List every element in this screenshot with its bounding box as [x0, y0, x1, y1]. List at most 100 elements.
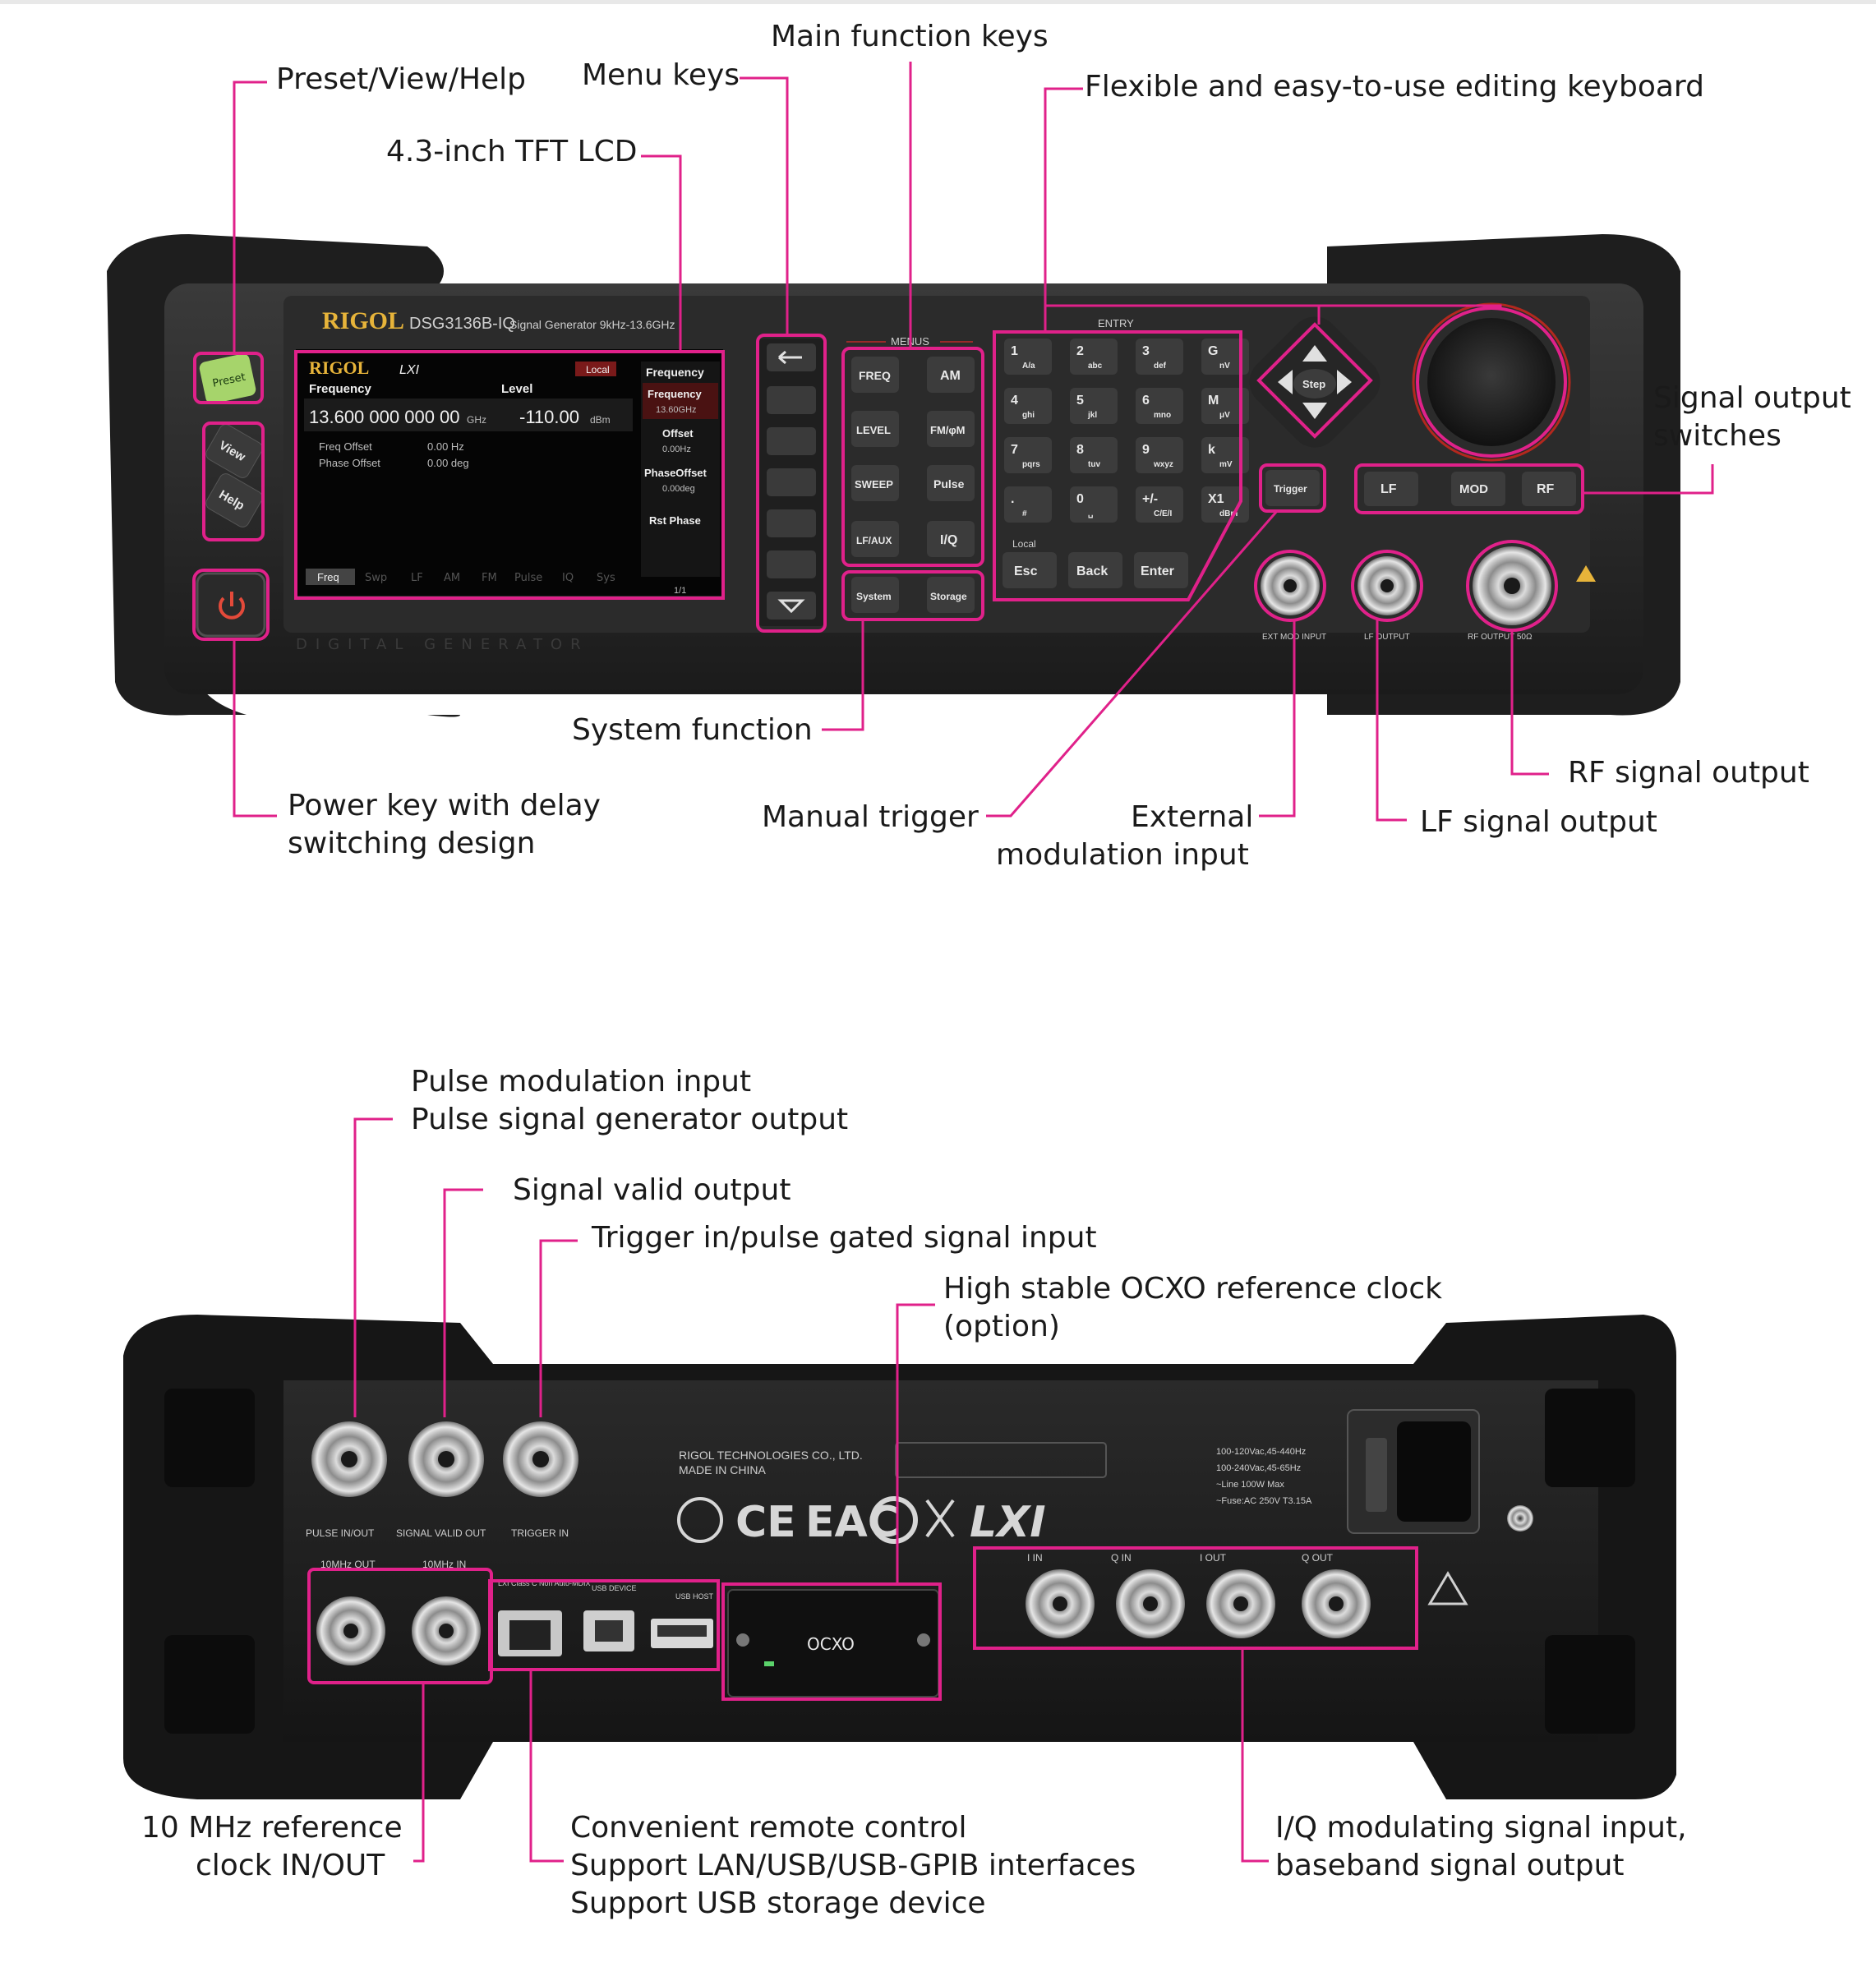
softkey-page-down[interactable] [767, 592, 816, 620]
lan-label: LXI Class C Non Auto-MDIX [498, 1579, 591, 1587]
keypad-key-sub: pqrs [1022, 460, 1040, 469]
label-external-modulation: modulation input [996, 838, 1249, 872]
freq-key[interactable] [851, 357, 899, 393]
screen-softkey-label: Frequency [648, 388, 703, 400]
connector-pin [532, 1451, 549, 1467]
screen-row-value: 0.00 deg [427, 457, 469, 469]
softkey[interactable] [767, 509, 816, 537]
iq-highlight [973, 1546, 1418, 1650]
screen-level-unit: dBm [590, 414, 611, 426]
leader-signal-valid [443, 1188, 483, 1417]
keypad-key[interactable] [1070, 339, 1118, 375]
connector-pin [438, 1451, 454, 1467]
screen-tab: FM [482, 572, 497, 584]
keypad-key[interactable] [1201, 486, 1249, 523]
label-remote-control: Support LAN/USB/USB-GPIB interfaces [570, 1849, 1136, 1882]
rf-output-key[interactable] [1522, 472, 1576, 506]
lf-output-highlight [1351, 550, 1423, 622]
keypad-key-sub: A/a [1022, 362, 1035, 371]
enter-key[interactable] [1134, 552, 1188, 588]
keypad-key-main: 3 [1142, 344, 1150, 358]
level-key[interactable] [851, 411, 899, 447]
usb-host-label: USB HOST [675, 1592, 714, 1601]
right-arrow-icon[interactable] [1337, 370, 1352, 394]
keypad-key[interactable] [1136, 339, 1183, 375]
iq-key[interactable] [927, 521, 975, 557]
label-trigger-in: Trigger in/pulse gated signal input [591, 1221, 1097, 1255]
power-inlet-socket[interactable] [1397, 1421, 1471, 1522]
screen-local: Local [586, 364, 610, 375]
keypad-key[interactable] [1004, 437, 1052, 473]
softkey[interactable] [767, 386, 816, 414]
am-key-label: AM [940, 369, 961, 383]
pulse-key-label: Pulse [933, 477, 965, 491]
warning-icon [1427, 1571, 1468, 1605]
mod-output-key[interactable] [1451, 472, 1505, 506]
brand-logo: RIGOL [322, 307, 404, 334]
step-key-label: Step [1302, 378, 1325, 390]
main-function-highlight [841, 347, 984, 567]
label-signal-output-switches: switches [1653, 419, 1782, 453]
screen-softkey-value: 0.00deg [662, 484, 695, 494]
return-arrow-icon [778, 350, 802, 365]
keypad-key-sub: def [1154, 362, 1167, 371]
lf-aux-key[interactable] [851, 521, 899, 557]
label-editing-keyboard: Flexible and easy-to-use editing keyboar… [1085, 70, 1704, 104]
label-rf-signal-output: RF signal output [1568, 756, 1809, 790]
leader-manual-trigger [986, 510, 1279, 818]
company-name: RIGOL TECHNOLOGIES CO., LTD. [679, 1449, 863, 1462]
front-leaders [233, 62, 1714, 822]
keypad-key[interactable] [1004, 388, 1052, 424]
label-signal-valid-output: Signal valid output [513, 1173, 791, 1207]
esc-key[interactable] [1003, 552, 1057, 588]
screw [736, 1633, 749, 1647]
iq-key-label: I/Q [940, 533, 957, 547]
step-key[interactable] [1293, 369, 1336, 398]
lf-output-key[interactable] [1364, 472, 1418, 506]
help-key[interactable] [204, 472, 265, 530]
fm-pm-key[interactable] [927, 411, 975, 447]
label-ocxo: High stable OCXO reference clock [943, 1272, 1442, 1306]
screen-page: 1/1 [674, 586, 686, 596]
preset-key[interactable] [198, 352, 256, 405]
am-key[interactable] [927, 357, 975, 393]
sweep-key[interactable] [851, 465, 899, 501]
system-key[interactable] [851, 577, 899, 613]
down-arrow-icon[interactable] [1302, 403, 1327, 419]
rotary-knob[interactable] [1427, 318, 1556, 446]
screen-frequency-unit: GHz [467, 414, 486, 426]
freq-key-label: FREQ [859, 369, 891, 382]
up-arrow-icon[interactable] [1302, 345, 1327, 362]
ref-clock-highlight [307, 1568, 493, 1684]
rear-highlights [307, 1546, 1418, 1701]
keypad-key[interactable] [1070, 486, 1118, 523]
keypad-key[interactable] [1201, 437, 1249, 473]
storage-key[interactable] [927, 577, 975, 613]
label-pulse: Pulse modulation input [411, 1065, 751, 1099]
keypad-key[interactable] [1070, 437, 1118, 473]
rear-leaders [353, 1117, 1269, 1863]
label-system-function: System function [572, 713, 813, 747]
keypad-key[interactable] [1004, 339, 1052, 375]
trigger-key[interactable] [1265, 470, 1320, 506]
keypad-key[interactable] [1201, 388, 1249, 424]
label-ref-clock: 10 MHz reference [141, 1811, 403, 1845]
back-key[interactable] [1068, 552, 1122, 588]
pulse-key[interactable] [927, 465, 975, 501]
softkey[interactable] [767, 550, 816, 578]
view-key[interactable] [204, 422, 265, 481]
lf-output-label: LF OUTPUT [1364, 633, 1410, 642]
keypad-key[interactable] [1201, 339, 1249, 375]
softkey[interactable] [767, 427, 816, 455]
keypad-key[interactable] [1136, 388, 1183, 424]
screen-tab: IQ [562, 572, 574, 584]
menu-keys: FREQ AM LEVEL FM/φM SWEEP Pulse LF/AUX I… [851, 357, 975, 613]
left-arrow-icon[interactable] [1278, 370, 1293, 394]
label-manual-trigger: Manual trigger [762, 800, 979, 834]
usb-device-label: USB DEVICE [592, 1584, 637, 1592]
keypad-key[interactable] [1136, 437, 1183, 473]
keypad-key[interactable] [1070, 388, 1118, 424]
softkey[interactable] [767, 468, 816, 496]
keypad-key[interactable] [1004, 486, 1052, 523]
keypad-key[interactable] [1136, 486, 1183, 523]
